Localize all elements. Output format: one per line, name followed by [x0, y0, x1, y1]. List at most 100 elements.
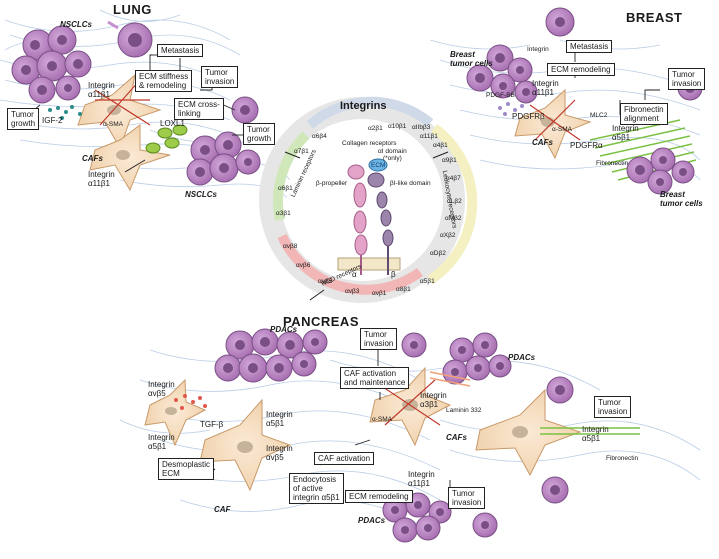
ecm-label: ECM: [371, 162, 386, 169]
pancreas-pdac-cluster-right: [442, 332, 512, 385]
laminin-sector: [273, 131, 310, 222]
collagen-sector: [306, 96, 434, 129]
breast-integrin-a11b1-label: Integrin α11β1: [532, 79, 559, 97]
region-title-pancreas: PANCREAS: [283, 314, 359, 329]
lung-invading-cell-right: [231, 96, 259, 124]
pancreas-integrin-a3b1-label: Integrin α3β1: [420, 391, 447, 409]
pancreas-integrin-avb5-label-center: Integrin αvβ5: [266, 444, 293, 462]
lung-invading-cell-top: [107, 20, 153, 58]
lung-loxl1-label: LOXL1: [160, 119, 185, 128]
breast-caf-cells: [514, 88, 592, 160]
pancreas-fibronectin: [540, 427, 640, 435]
pancreas-caf-cells: [144, 366, 582, 492]
rgd-sector: [277, 233, 423, 295]
lung-nsclc-label-bottom: NSCLCs: [185, 190, 218, 199]
pancreas-integrin-a5b1-label-center: Integrin α5β1: [266, 410, 293, 428]
lung-nsclc-label-top: NSCLCs: [60, 20, 93, 29]
ring-label: αMβ2: [445, 215, 462, 222]
lung-tumor-invasion-box: Tumor invasion: [201, 66, 239, 88]
pancreas-endocytosis-box: Endocytosis of active integrin α5β1: [289, 473, 344, 504]
lung-nsclc-cluster-bottom: [186, 131, 261, 186]
lung-ecm-stiffness-box: ECM stiffness & remodeling: [135, 70, 193, 92]
ring-label: αLβ2: [447, 198, 462, 205]
breast-integrin-a5b1-label: Integrin α5β1: [612, 124, 639, 142]
ring-label: α9β1: [442, 157, 457, 164]
pancreas-panel: [119, 328, 701, 543]
ring-label: α2β1: [368, 125, 383, 132]
pancreas-integrin-a5b1-label-right: Integrin α5β1: [582, 425, 609, 443]
leukocyte-sector: [427, 123, 478, 285]
pancreas-laminin: [429, 371, 471, 387]
beta-subunit-label: β: [391, 270, 396, 279]
ring-label: α5β1: [420, 278, 435, 285]
lung-igf2-label: IGF-2: [42, 116, 63, 125]
breast-pdgfrb-label: PDGFRβ: [512, 112, 545, 121]
region-title-breast: BREAST: [626, 10, 683, 25]
ring-label: αIIbβ3: [412, 124, 431, 131]
lung-tumor-growth-box-right: Tumor growth: [243, 123, 276, 145]
lung-caf-cells: [77, 73, 171, 192]
breast-fibronectin-label: Fibronectin: [596, 160, 629, 167]
lung-cafs-label: CAFs: [82, 154, 103, 163]
ring-label: αvβ5: [318, 278, 333, 285]
pancreas-asma-label: α-SMA: [372, 416, 393, 423]
integrins-title: Integrins: [340, 100, 387, 112]
pancreas-pdac-cluster-top: [214, 328, 328, 383]
ring-label: α11β1: [420, 133, 438, 140]
ring-label: αDβ2: [430, 250, 446, 257]
pancreas-caf-activation-maintenance-box: CAF activation and maintenance: [340, 367, 410, 389]
pancreas-desmoplastic-box: Desmoplastic ECM: [158, 458, 215, 480]
pancreas-pdacs-label-right: PDACs: [508, 353, 536, 362]
ring-label: α7β1: [294, 148, 309, 155]
beta-i-domain-label: βI-like domain: [390, 180, 431, 187]
lung-integrin-label-bottom: Integrin α11β1: [88, 170, 115, 188]
pancreas-tgfb-dots: [174, 394, 207, 410]
beta-propeller-label: β-propeller: [316, 180, 348, 187]
ring-label: α8β1: [396, 286, 411, 293]
breast-ecm-remodeling-box: ECM remodeling: [547, 63, 615, 76]
ring-label: αXβ2: [440, 232, 456, 239]
breast-fibronectin-alignment-box: Fibronectin alignment: [620, 103, 668, 125]
breast-integrin-small-label: Integrin: [527, 46, 549, 53]
breast-cafs-label: CAFs: [532, 138, 553, 147]
lung-panel: [0, 9, 291, 201]
breast-pdgfra-label: PDGFRα: [570, 141, 603, 150]
ring-label: α4β1: [433, 142, 448, 149]
ring-label: α6β4: [312, 133, 327, 140]
ring-label: α4β7: [446, 175, 461, 182]
breast-invading-cell: [545, 7, 575, 37]
pancreas-tumor-invasion-box-top: Tumor invasion: [360, 328, 398, 350]
breast-pdgf-bb-label: PDGF-BB: [486, 92, 515, 99]
breast-tumor-cluster-bottom: [626, 147, 695, 195]
integrin-ring: [259, 96, 478, 303]
integrin-structure: [337, 158, 401, 275]
lung-igf2-dots: [48, 105, 82, 120]
sector-label-collagen: Collagen receptors: [342, 140, 397, 147]
pancreas-fibronectin-label: Fibronectin: [606, 455, 639, 462]
ring-label: α3β1: [276, 210, 291, 217]
breast-tumor-cells-label-bottom: Breast tumor cells: [660, 190, 703, 208]
pancreas-pdacs-label-top: PDACs: [270, 325, 298, 334]
alpha-i-domain-label: αI domain (*only): [378, 148, 407, 162]
breast-mlc2-label: MLC2: [590, 112, 608, 119]
lung-asma-label: α-SMA: [103, 121, 124, 128]
ring-label: α6β1: [278, 185, 293, 192]
lung-tumor-growth-box-left: Tumor growth: [7, 108, 40, 130]
alpha-subunit-label: α: [352, 270, 357, 279]
breast-metastasis-box: Metastasis: [566, 40, 613, 53]
pancreas-laminin332-label: Laminin 332: [446, 407, 482, 414]
lung-metastasis-box: Metastasis: [157, 44, 204, 57]
breast-asma-label: α-SMA: [552, 126, 573, 133]
region-title-lung: LUNG: [113, 2, 152, 17]
ring-label: αvβ8: [283, 243, 298, 250]
pancreas-pdacs-label-bottom: PDACs: [358, 516, 386, 525]
breast-tumor-cluster: [466, 44, 538, 104]
pancreas-integrin-avb5-label-left: Integrin αvβ5: [148, 380, 175, 398]
breast-tumor-invasion-box: Tumor invasion: [668, 68, 706, 90]
pancreas-integrin-a5b1-label-left: Integrin α5β1: [148, 433, 175, 451]
panel-connectors: [284, 151, 449, 301]
pancreas-tumor-invasion-box-bottom: Tumor invasion: [448, 487, 486, 509]
pancreas-tumor-invasion-box-right: Tumor invasion: [594, 396, 632, 418]
pancreas-tgfb-label: TGF-β: [200, 420, 224, 429]
